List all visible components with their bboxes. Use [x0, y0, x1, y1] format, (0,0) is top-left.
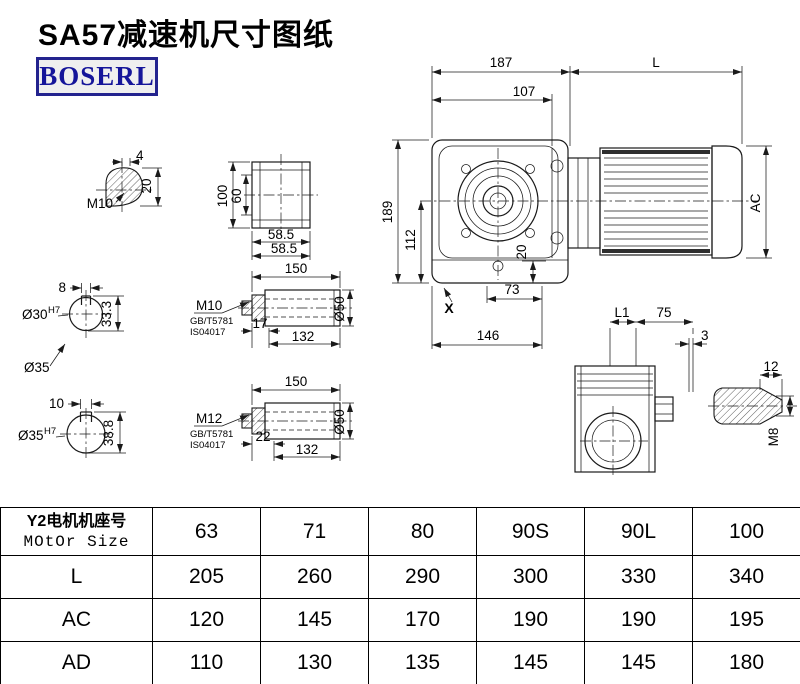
- page-title: SA57减速机尺寸图纸: [38, 19, 335, 52]
- dim-label-132-shaft1: 132: [292, 329, 315, 344]
- detail-flange: 100 60 58.5 58.5: [215, 154, 318, 260]
- table-header-row: Y2电机机座号 MOtOr Size 63 71 80 90S 90L 100: [0, 507, 800, 556]
- dim-label-12: 12: [763, 359, 778, 374]
- dim-label-17: 17: [252, 316, 267, 331]
- motor-size-71: 71: [260, 507, 369, 556]
- value-AC-63: 120: [152, 598, 261, 642]
- value-AC-71: 145: [260, 598, 369, 642]
- table-header-cn: Y2电机机座号: [26, 512, 127, 530]
- value-AC-80: 170: [368, 598, 477, 642]
- thread-label-M10-shaft1: M10: [196, 298, 222, 313]
- row-label-AC: AC: [0, 598, 153, 642]
- motor-size-100: 100: [692, 507, 800, 556]
- main-view-dimensions: 187 L 107 189 112 20 73 146: [380, 55, 772, 349]
- bore-label-35: Ø35: [18, 428, 44, 443]
- dim-label-189: 189: [380, 201, 395, 224]
- dim-label-10: 10: [49, 396, 64, 411]
- motor-cooling-fins: [604, 157, 708, 247]
- detail-bore-30: 8 33.3 Ø30 H7 Ø35: [22, 280, 124, 375]
- std-label-gb-shaft1: GB/T5781: [190, 316, 233, 327]
- thread-label-M12-shaft2: M12: [196, 411, 222, 426]
- value-AD-90S: 145: [476, 641, 585, 684]
- dim-label-20: 20: [514, 244, 529, 259]
- dim-label-150-shaft1: 150: [285, 261, 308, 276]
- boserl-logo-text: BOSERL: [39, 61, 155, 91]
- bore-label-30: Ø30: [22, 307, 48, 322]
- dim-label-L1: L1: [614, 305, 629, 320]
- value-AC-90S: 190: [476, 598, 585, 642]
- row-label-AD: AD: [0, 641, 153, 684]
- dim-label-150-shaft2: 150: [285, 374, 308, 389]
- motor-drawing: [567, 145, 743, 259]
- dim-label-75: 75: [656, 305, 671, 320]
- dimension-drawing: 187 L 107 189 112 20 73 146: [18, 55, 798, 475]
- dim-label-4: 4: [136, 148, 144, 163]
- dim-label-20-key: 20: [139, 178, 154, 193]
- std-label-iso-shaft1: IS04017: [190, 327, 225, 338]
- dim-label-112: 112: [403, 229, 418, 251]
- value-AD-90L: 145: [584, 641, 693, 684]
- thread-label-M8: M8: [766, 428, 781, 447]
- table-row-AC: AC 120 145 170 190 190 195: [0, 598, 800, 642]
- dim-label-33-3: 33.3: [99, 301, 114, 327]
- motor-size-90L: 90L: [584, 507, 693, 556]
- bore-tolerance-30: H7: [48, 305, 60, 316]
- gearbox-front-view: [420, 139, 758, 284]
- dim-label-146: 146: [477, 328, 500, 343]
- dim-label-L: L: [652, 55, 660, 70]
- bore-tolerance-35: H7: [44, 426, 56, 437]
- gearbox-side-view: [574, 365, 674, 475]
- value-L-80: 290: [368, 555, 477, 599]
- dim-label-8: 8: [58, 280, 66, 295]
- dim-label-107: 107: [513, 84, 536, 99]
- value-L-71: 260: [260, 555, 369, 599]
- motor-size-80: 80: [368, 507, 477, 556]
- dim-label-58-5-bottom: 58.5: [271, 241, 297, 256]
- std-label-iso-shaft2: IS04017: [190, 440, 225, 451]
- dim-label-22: 22: [255, 429, 270, 444]
- value-AC-100: 195: [692, 598, 800, 642]
- detail-bore-35: 10 38.8 Ø35 H7: [18, 396, 126, 460]
- motor-size-63: 63: [152, 507, 261, 556]
- fan-cover: [711, 145, 743, 259]
- table-header-label-cell: Y2电机机座号 MOtOr Size: [0, 507, 153, 556]
- dim-label-38-8: 38.8: [101, 420, 116, 446]
- dim-label-d50-shaft1: Ø50: [332, 296, 347, 322]
- table-row-L: L 205 260 290 300 330 340: [0, 555, 800, 599]
- row-label-L: L: [0, 555, 153, 599]
- value-AD-63: 110: [152, 641, 261, 684]
- motor-size-90S: 90S: [476, 507, 585, 556]
- value-AC-90L: 190: [584, 598, 693, 642]
- side-view-dimensions: L1 75 3: [609, 305, 709, 392]
- dim-label-132-shaft2: 132: [296, 442, 319, 457]
- table-row-AD: AD 110 130 135 145 145 180: [0, 641, 800, 684]
- dim-label-100: 100: [215, 185, 230, 208]
- value-AD-100: 180: [692, 641, 800, 684]
- dim-label-58-5-top: 58.5: [268, 227, 294, 242]
- dim-label-73: 73: [504, 282, 519, 297]
- value-AD-71: 130: [260, 641, 369, 684]
- value-L-63: 205: [152, 555, 261, 599]
- shaft-end-right: 12 M8: [708, 359, 798, 446]
- dim-label-AC: AC: [748, 193, 763, 212]
- thread-label-M10-key: M10: [87, 196, 113, 211]
- dim-label-187: 187: [490, 55, 513, 70]
- dim-label-3: 3: [701, 328, 709, 343]
- std-label-gb-shaft2: GB/T5781: [190, 429, 233, 440]
- table-header-en: MOtOr Size: [23, 532, 130, 551]
- dim-label-60: 60: [229, 188, 244, 203]
- boserl-logo: BOSERL: [36, 57, 158, 96]
- detail-shaft-2: 150 M12 GB/T5781 IS04017 22 132 Ø50: [190, 374, 354, 461]
- label-d35: Ø35: [24, 360, 50, 375]
- value-AD-80: 135: [368, 641, 477, 684]
- label-X: X: [444, 300, 454, 316]
- motor-dimension-table: Y2电机机座号 MOtOr Size 63 71 80 90S 90L 100 …: [0, 507, 800, 684]
- detail-key-end: 4 20 M10: [87, 148, 162, 214]
- dim-label-d50-shaft2: Ø50: [332, 409, 347, 435]
- value-L-90L: 330: [584, 555, 693, 599]
- detail-shaft-1: 150 M10 GB/T5781 IS04017 17 132 Ø50: [190, 261, 354, 348]
- value-L-90S: 300: [476, 555, 585, 599]
- value-L-100: 340: [692, 555, 800, 599]
